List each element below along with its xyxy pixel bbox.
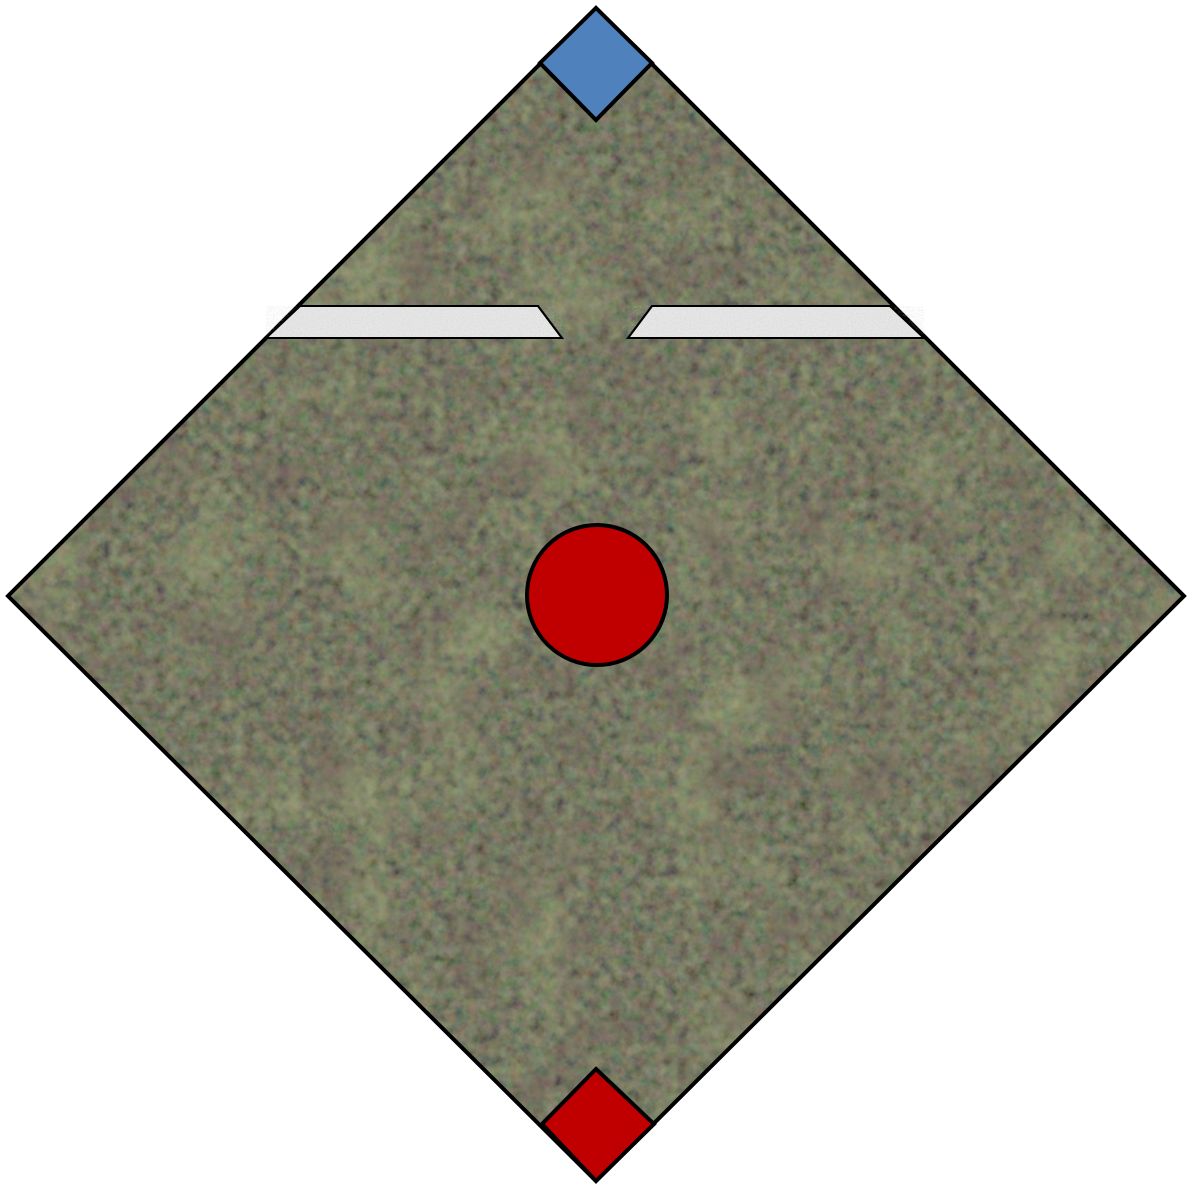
- right-wall[interactable]: [628, 306, 924, 338]
- center-objective[interactable]: [527, 525, 667, 665]
- left-wall[interactable]: [266, 306, 562, 338]
